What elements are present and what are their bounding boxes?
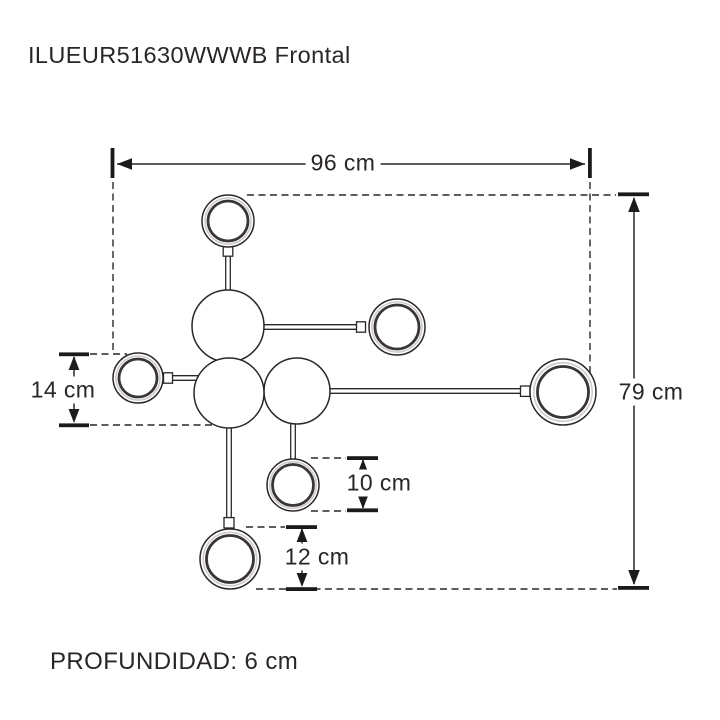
small-ring-dim-label: 10 cm <box>341 469 417 497</box>
bottom-ring-arrow-up-icon <box>296 528 308 542</box>
height-tick-bottom <box>618 586 649 590</box>
height-arrow-down-icon <box>628 570 640 585</box>
bottom-ring-arrow-down-icon <box>296 573 308 587</box>
width-tick-right <box>588 148 592 178</box>
joint-top-ring <box>222 245 234 257</box>
small-ring-tick-top <box>347 456 378 460</box>
globe-arrow-up-icon <box>68 356 80 370</box>
height-arrow-up-icon <box>628 197 640 212</box>
lamp-rings <box>112 194 597 590</box>
lamp-globes <box>191 289 331 429</box>
small-ring-tick-bottom <box>347 508 378 513</box>
globe-front <box>193 357 265 429</box>
ring-far-right <box>529 358 597 426</box>
page-title: ILUEUR51630WWWB Frontal <box>28 42 351 68</box>
joint-left-ring <box>162 372 174 384</box>
bottom-ring-dim-label: 12 cm <box>279 543 355 571</box>
width-tick-left <box>110 148 115 178</box>
width-dim-label: 96 cm <box>305 149 381 177</box>
globe-top <box>191 289 265 363</box>
width-arrow-left-icon <box>117 158 132 170</box>
bottom-ring-tick-top <box>286 525 317 529</box>
lamp-arms <box>170 250 524 519</box>
globe-tick-top <box>59 352 89 357</box>
bottom-ring-tick-bottom <box>286 587 317 591</box>
ring-bottom-middle <box>266 458 320 512</box>
depth-note: PROFUNDIDAD: 6 cm <box>50 648 299 675</box>
joint-bottom-left-ring <box>223 516 235 529</box>
small-ring-arrow-down-icon <box>357 495 369 509</box>
globe-tick-bottom <box>59 423 89 428</box>
ring-top-left <box>201 194 255 248</box>
width-arrow-right-icon <box>570 158 585 170</box>
height-tick-top <box>618 192 649 197</box>
joint-far-right-ring <box>519 385 531 398</box>
ring-bottom-left <box>199 528 261 590</box>
ring-left <box>112 352 164 404</box>
joint-upper-right-ring <box>355 321 367 333</box>
ring-upper-right <box>368 298 426 356</box>
globe-right <box>263 357 331 425</box>
height-dim-label: 79 cm <box>613 378 689 406</box>
globe-dim-label: 14 cm <box>25 376 101 404</box>
lamp-joints <box>162 245 531 529</box>
globe-arrow-down-icon <box>68 409 80 423</box>
lamp-drawing <box>112 194 597 590</box>
